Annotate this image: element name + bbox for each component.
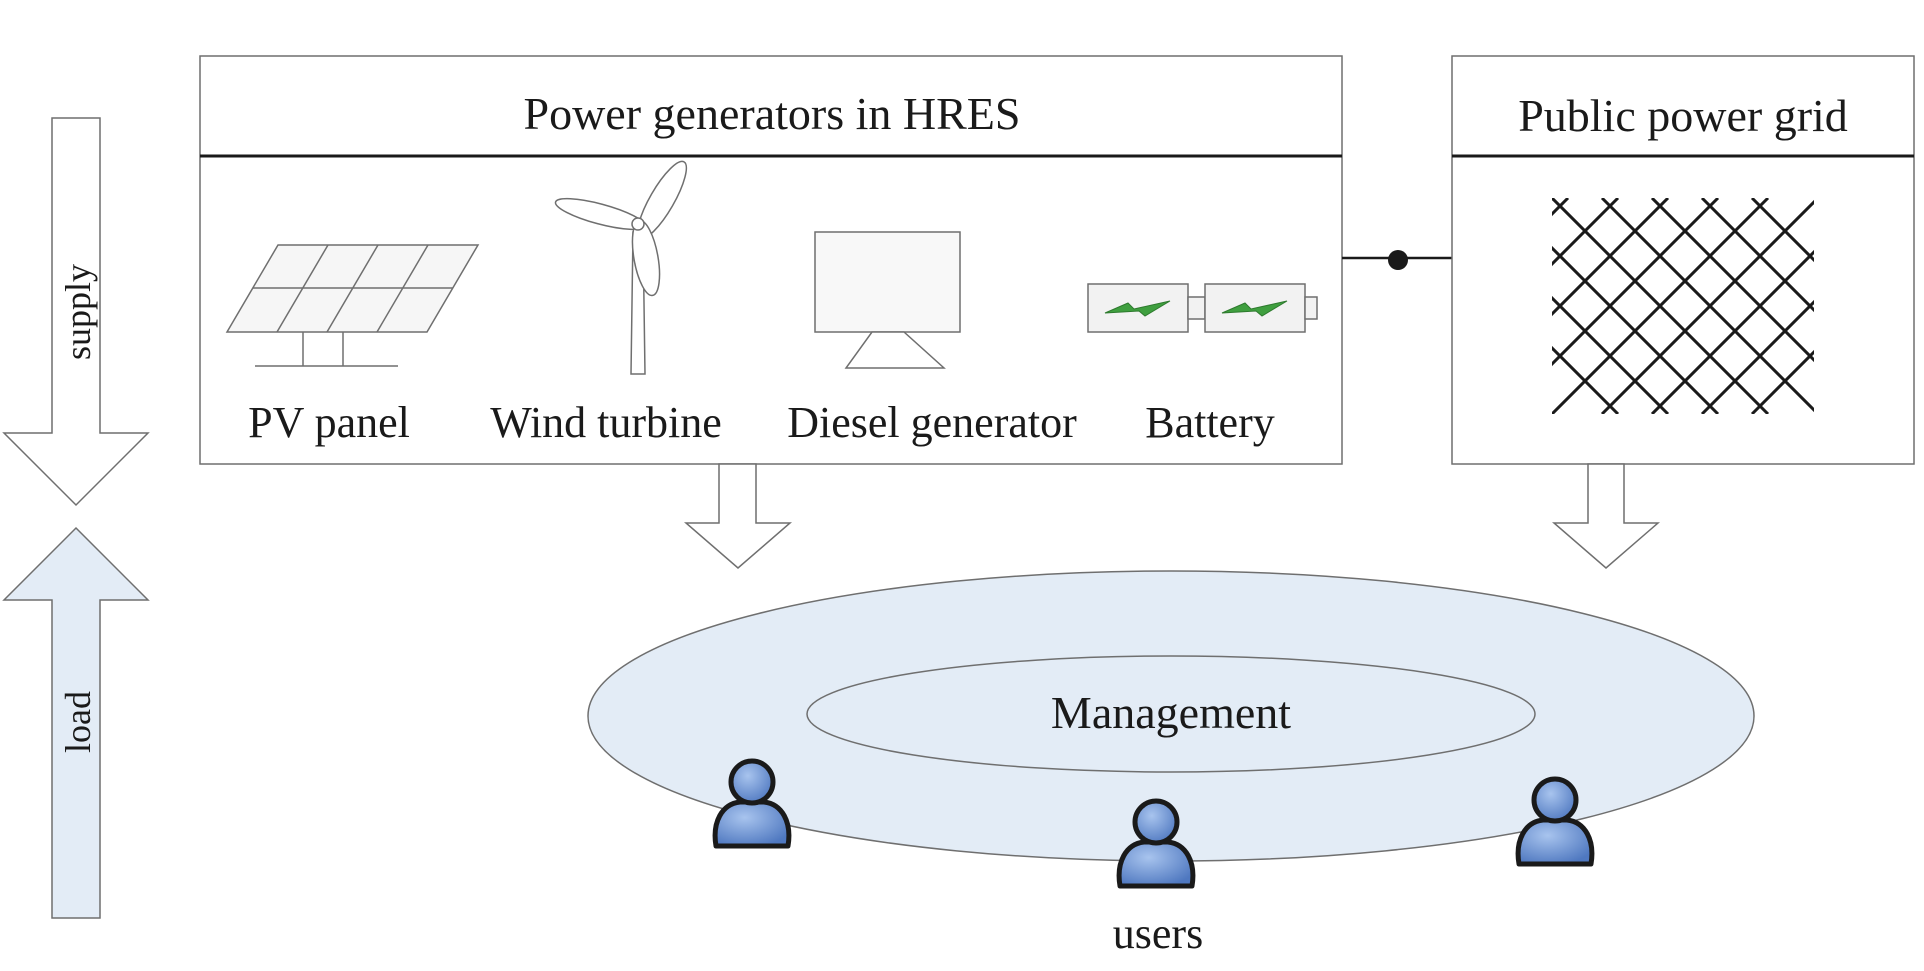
user-icon (1116, 798, 1196, 889)
power-grid-mesh-icon (1552, 198, 1814, 414)
users-label: users (1113, 909, 1203, 958)
grid-to-management-arrow (1551, 463, 1661, 569)
wind-turbine-icon (554, 160, 688, 375)
wind-turbine-label: Wind turbine (490, 398, 722, 447)
user-icon (1515, 776, 1595, 867)
supply-label: supply (58, 264, 98, 360)
load-label: load (58, 691, 98, 753)
grid-box: Public power grid (1451, 55, 1915, 465)
battery-label: Battery (1145, 398, 1275, 447)
generators-title: Power generators in HRES (524, 88, 1021, 139)
management-label: Management (1051, 687, 1291, 738)
diesel-generator-label: Diesel generator (787, 398, 1077, 447)
pv-panel-label: PV panel (248, 398, 410, 447)
diesel-generator-icon (814, 231, 961, 369)
supply-arrow: supply (2, 117, 150, 507)
management-ring: Management (587, 570, 1755, 862)
load-arrow: load (2, 526, 150, 919)
grid-title: Public power grid (1518, 90, 1848, 141)
generators-to-management-arrow (683, 463, 793, 569)
user-icon (712, 758, 792, 849)
pv-panel-icon (225, 244, 480, 367)
battery-icon (1087, 283, 1318, 333)
grid-connection-line (1342, 250, 1452, 270)
